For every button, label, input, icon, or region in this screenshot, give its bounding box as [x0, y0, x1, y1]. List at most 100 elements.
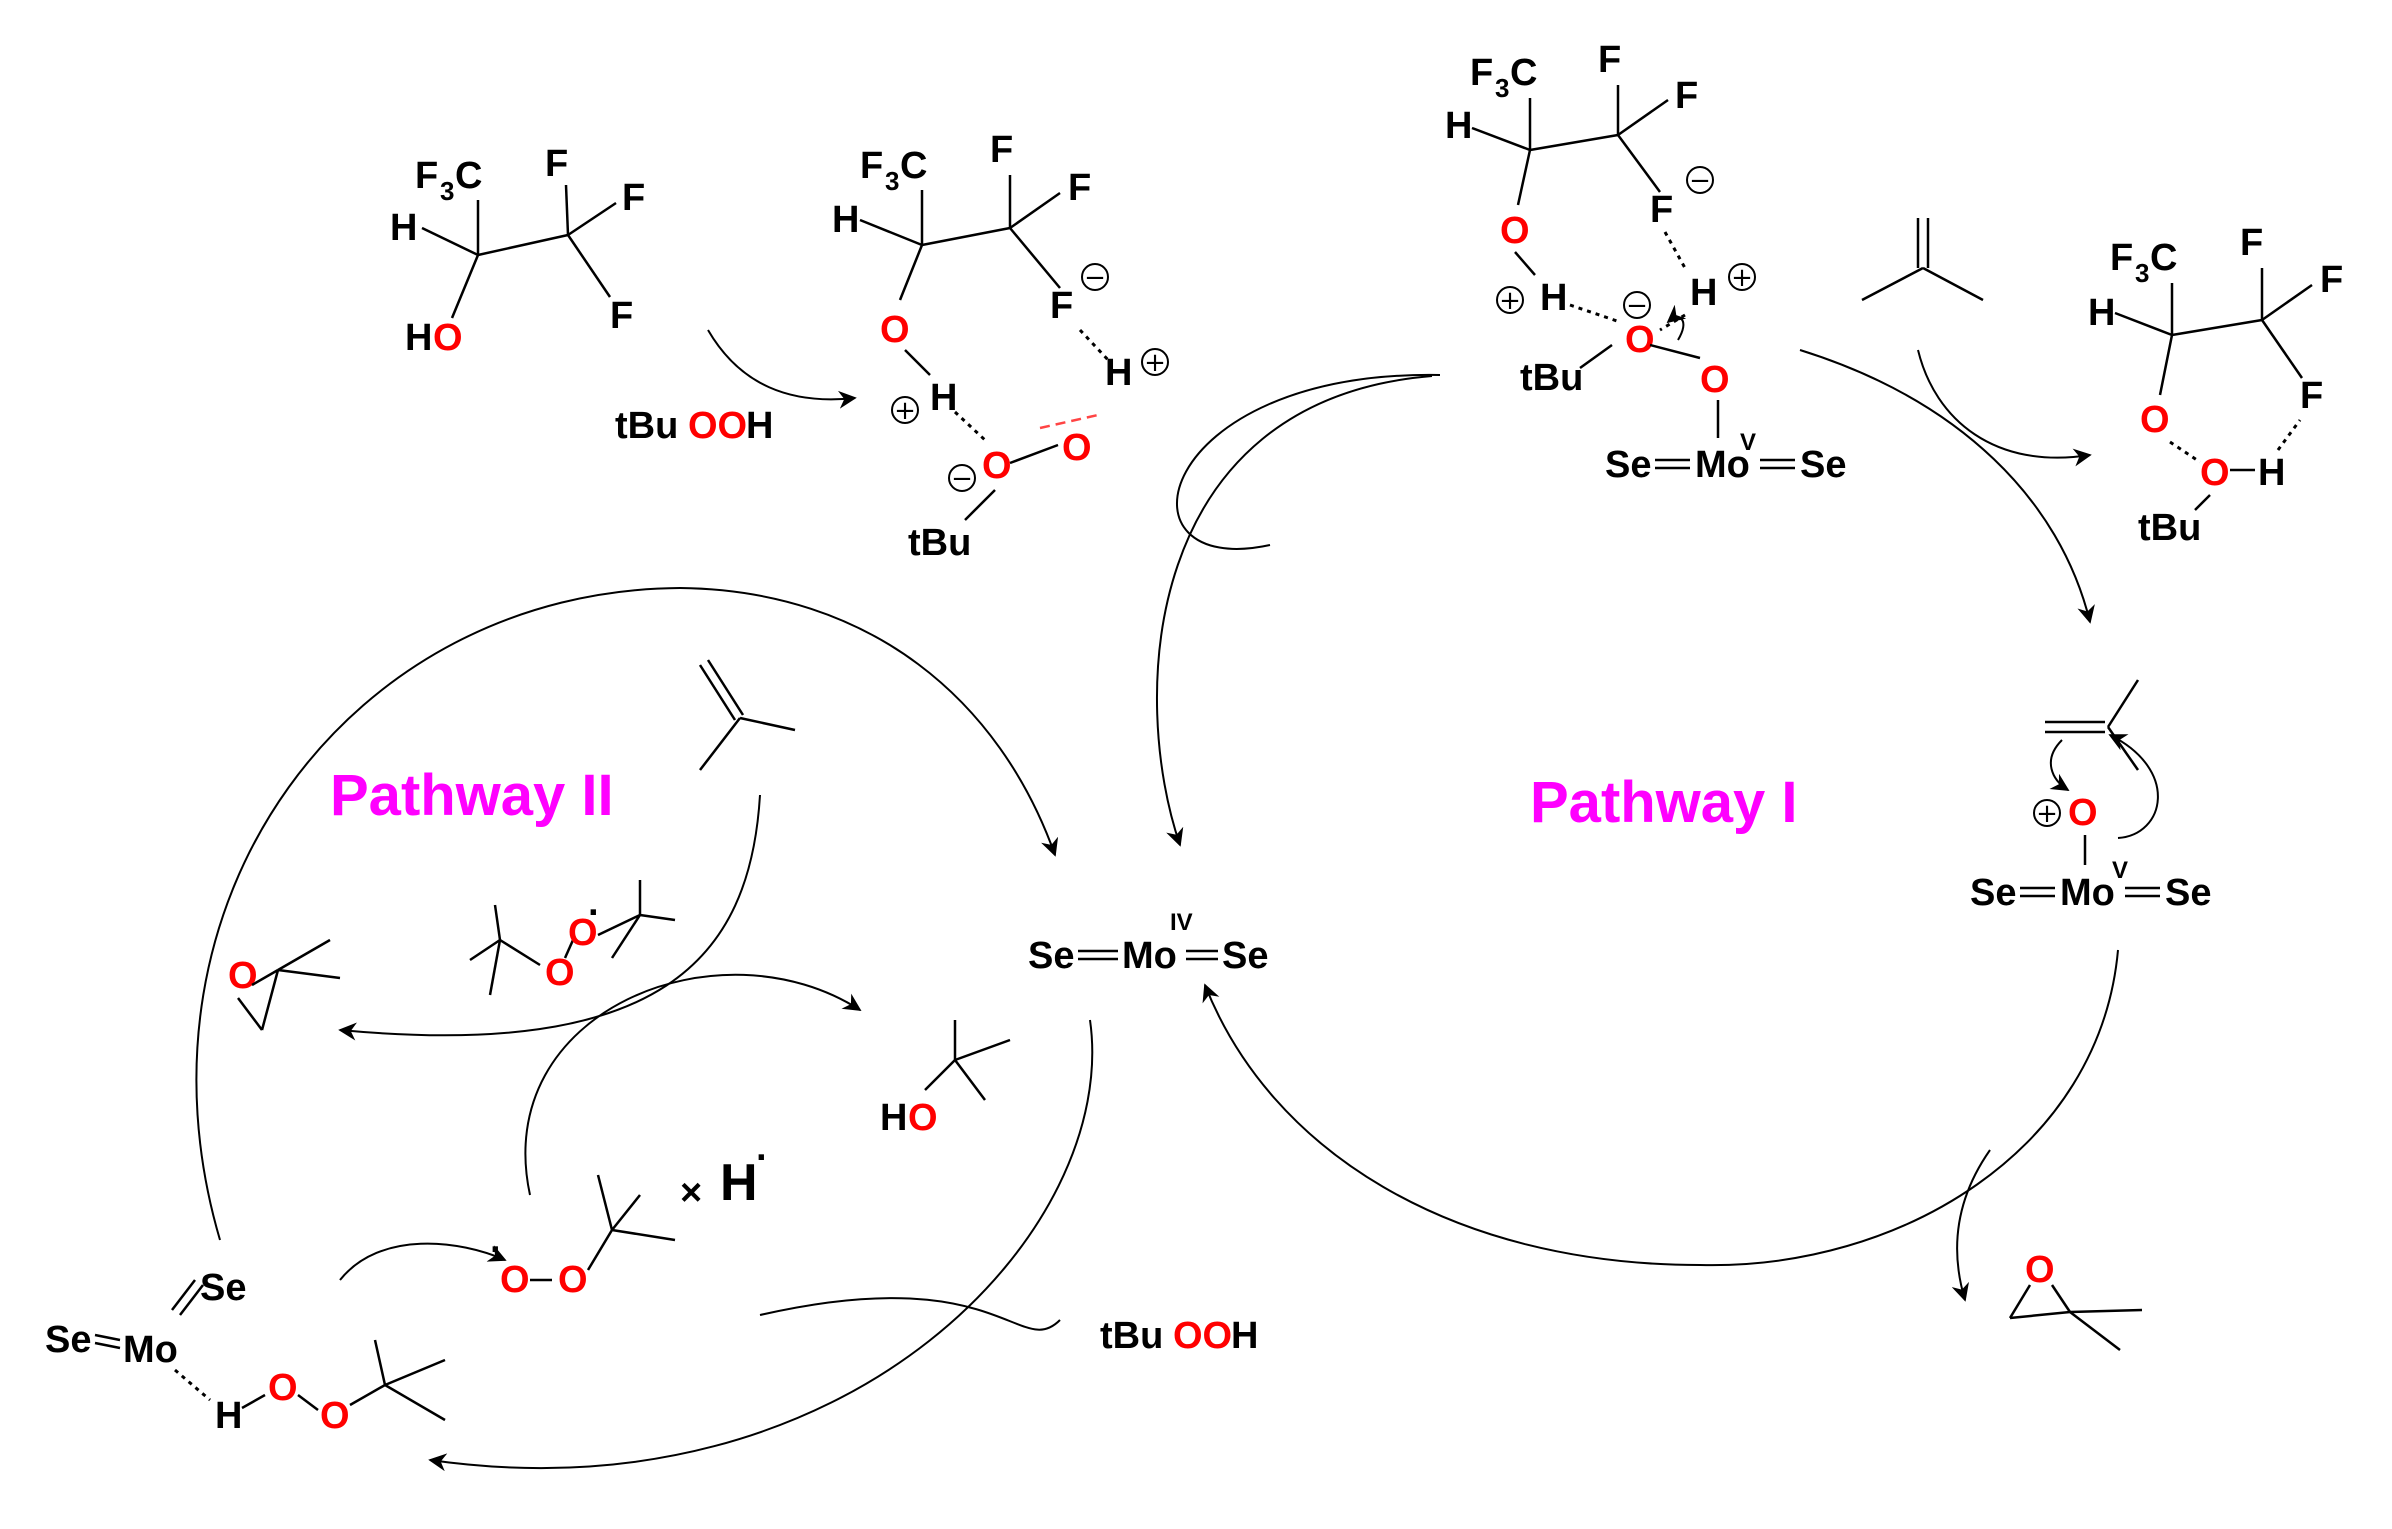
- svg-text:3: 3: [440, 176, 454, 206]
- svg-text:O: O: [545, 952, 575, 994]
- tbuooh-reagent-top: tBu OO H: [615, 329, 857, 447]
- svg-text:O: O: [880, 309, 910, 351]
- svg-text:tBu: tBu: [908, 522, 971, 564]
- h-bond-complex: F 3 C H F F F O H + O − O H + − tBu: [832, 129, 1169, 564]
- svg-text:−: −: [1689, 166, 1711, 196]
- svg-text:OO: OO: [688, 405, 747, 447]
- svg-text:O: O: [558, 1259, 588, 1301]
- svg-text:H: H: [1105, 352, 1132, 394]
- svg-text:H: H: [215, 1395, 242, 1437]
- svg-text:O: O: [268, 1367, 298, 1409]
- pathway-ii-cycle: [195, 586, 1094, 1472]
- svg-text:·: ·: [588, 892, 601, 934]
- svg-text:IV: IV: [1170, 909, 1193, 936]
- svg-text:F: F: [2240, 222, 2263, 264]
- svg-text:+: +: [1731, 263, 1753, 293]
- svg-text:H: H: [930, 377, 957, 419]
- pathway-i-title: Pathway I: [1530, 770, 1798, 835]
- svg-text:+: +: [1144, 348, 1166, 378]
- tbuoh-product: H O: [880, 1020, 1011, 1139]
- mo-v-peroxo-complex: F 3 C H F F F − O H + H + − O O tBu Se M…: [1445, 39, 1846, 486]
- alcohol-tbuoh-complex: F 3 C H F F F O O H tBu: [2088, 222, 2343, 549]
- svg-text:H: H: [1231, 1315, 1258, 1357]
- svg-text:O: O: [982, 445, 1012, 487]
- svg-text:Se: Se: [2165, 872, 2211, 914]
- svg-text:O: O: [1700, 359, 1730, 401]
- svg-text:C: C: [455, 155, 482, 197]
- svg-text:Mo: Mo: [123, 1329, 178, 1371]
- svg-text:Se: Se: [1028, 935, 1074, 977]
- svg-text:H: H: [1445, 105, 1472, 147]
- svg-text:O: O: [1625, 319, 1655, 361]
- svg-text:F: F: [622, 177, 645, 219]
- fluoroalcohol-reactant: F 3 C H F F F H O: [390, 143, 645, 359]
- svg-text:Mo: Mo: [1695, 444, 1750, 486]
- svg-text:tBu: tBu: [615, 405, 678, 447]
- svg-text:tBu: tBu: [1520, 357, 1583, 399]
- svg-text:−: −: [1626, 291, 1648, 321]
- svg-text:−: −: [1084, 263, 1106, 293]
- svg-text:O: O: [2200, 452, 2230, 494]
- svg-text:F: F: [1598, 39, 1621, 81]
- svg-text:Se: Se: [200, 1267, 246, 1309]
- svg-text:H: H: [390, 207, 417, 249]
- svg-text:O: O: [908, 1097, 938, 1139]
- svg-text:O: O: [2068, 792, 2098, 834]
- svg-text:F: F: [1650, 189, 1673, 231]
- svg-text:F: F: [1050, 285, 1073, 327]
- svg-text:O: O: [433, 317, 463, 359]
- svg-text:O: O: [228, 955, 258, 997]
- svg-text:+: +: [1499, 286, 1521, 316]
- di-tert-butyl-peroxide: O O ·: [469, 880, 676, 996]
- svg-text:F: F: [990, 129, 1013, 171]
- svg-text:F: F: [415, 155, 438, 197]
- svg-text:−: −: [951, 464, 973, 494]
- svg-text:O: O: [2025, 1249, 2055, 1291]
- svg-text:·: ·: [756, 1137, 769, 1179]
- svg-text:+: +: [894, 396, 916, 426]
- svg-text:Se: Se: [1970, 872, 2016, 914]
- svg-text:O: O: [320, 1395, 350, 1437]
- svg-text:C: C: [1510, 52, 1537, 94]
- svg-text:3: 3: [1495, 73, 1509, 103]
- svg-text:O: O: [500, 1259, 530, 1301]
- isobutene-reagent-left: [698, 659, 796, 771]
- svg-text:F: F: [610, 295, 633, 337]
- svg-text:F: F: [545, 143, 568, 185]
- svg-text:3: 3: [885, 166, 899, 196]
- epoxide-product-left: O: [228, 938, 341, 1031]
- svg-text:·: ·: [490, 1229, 503, 1271]
- svg-text:H: H: [880, 1097, 907, 1139]
- svg-text:F: F: [2300, 375, 2323, 417]
- svg-text:H: H: [720, 1154, 758, 1212]
- pathway-i-cycle: [1156, 349, 2119, 1302]
- svg-text:Mo: Mo: [1122, 935, 1177, 977]
- svg-text:tBu: tBu: [2138, 507, 2201, 549]
- svg-text:Se: Se: [45, 1319, 91, 1361]
- svg-text:×: ×: [680, 1172, 702, 1214]
- svg-text:O: O: [1062, 427, 1092, 469]
- svg-text:F: F: [860, 145, 883, 187]
- svg-text:H: H: [832, 199, 859, 241]
- epoxide-product-right: O: [2008, 1249, 2143, 1351]
- svg-text:+: +: [2036, 799, 2058, 829]
- svg-text:OO: OO: [1173, 1315, 1232, 1357]
- svg-text:F: F: [1470, 52, 1493, 94]
- svg-text:F: F: [2320, 259, 2343, 301]
- svg-text:Se: Se: [1800, 444, 1846, 486]
- svg-text:C: C: [2150, 237, 2177, 279]
- svg-text:H: H: [746, 405, 773, 447]
- mo-iv-catalyst: Se Mo IV Se: [1028, 909, 1268, 977]
- tbu-peroxy-radical: · O O × H ·: [490, 1137, 769, 1301]
- svg-text:H: H: [1690, 272, 1717, 314]
- svg-text:3: 3: [2135, 258, 2149, 288]
- pathway-ii-title: Pathway II: [330, 763, 614, 828]
- svg-text:O: O: [1500, 210, 1530, 252]
- svg-text:Se: Se: [1222, 935, 1268, 977]
- svg-text:H: H: [2088, 292, 2115, 334]
- mo-oxo-olefin-complex: + O Se Mo V Se: [1970, 679, 2211, 914]
- svg-text:H: H: [405, 317, 432, 359]
- tbuooh-reagent-bottom: tBu OO H: [1100, 1315, 1258, 1357]
- svg-text:Se: Se: [1605, 444, 1651, 486]
- svg-text:F: F: [1675, 75, 1698, 117]
